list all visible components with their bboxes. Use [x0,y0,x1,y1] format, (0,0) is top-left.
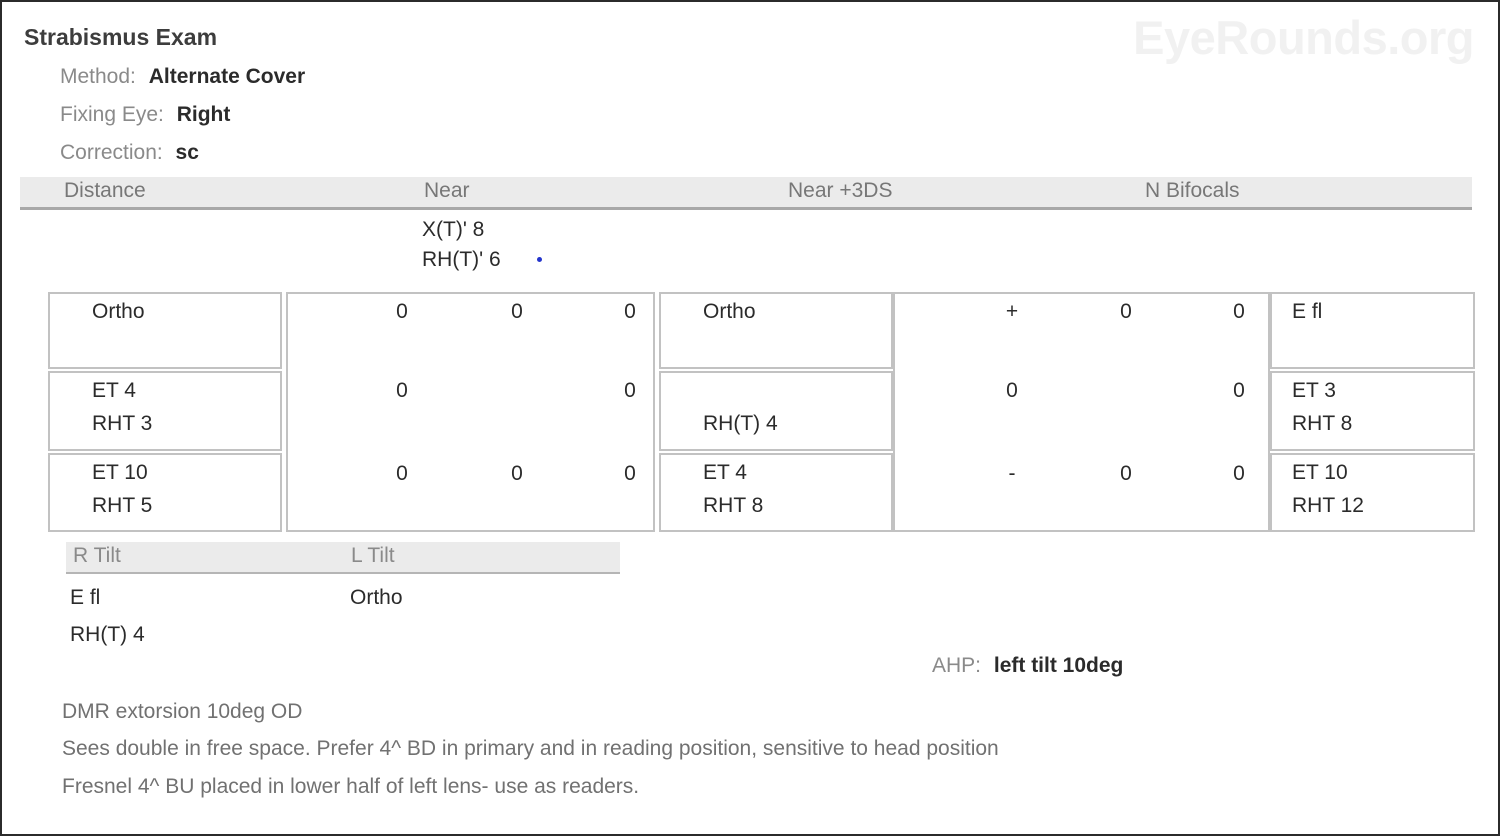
nbifocals-cell-row2-line1: ET 3 [1292,379,1336,402]
distance-cell-row3[interactable]: ET 10 RHT 5 [48,453,282,532]
tilt-header-left: L Tilt [351,544,395,567]
near3ds-cell-row3-line2: RHT 8 [703,494,764,517]
near-num-r3c2: 0 [511,462,523,485]
column-header-band: Distance Near Near +3DS N Bifocals [20,177,1472,210]
near3ds-num-r2c3: 0 [1233,379,1245,402]
measurement-grid: Ortho ET 4 RHT 3 ET 10 RHT 5 0 0 0 0 0 0… [48,292,1475,532]
near3ds-cell-row2[interactable]: RH(T) 4 [659,371,893,451]
meta-value-fixing-eye: Right [176,103,231,126]
tilt-left-values[interactable]: Ortho [350,580,403,617]
distance-cell-row2-line1: ET 4 [92,379,136,402]
near3ds-cell-row3-line1: ET 4 [703,461,747,484]
tilt-header-band: R Tilt L Tilt [66,542,620,574]
nbifocals-cell-row3[interactable]: ET 10 RHT 12 [1270,453,1475,532]
near3ds-num-r3c2: 0 [1120,462,1132,485]
near3ds-num-r1c2: 0 [1120,300,1132,323]
eyerounds-watermark: EyeRounds.org [1133,11,1474,64]
meta-label-method: Method: [60,65,136,88]
near3ds-num-r3c3: 0 [1233,462,1245,485]
distance-cell-row2[interactable]: ET 4 RHT 3 [48,371,282,451]
column-header-near: Near [424,179,470,202]
meta-value-correction: sc [175,141,199,164]
distance-cell-row1[interactable]: Ortho [48,292,282,369]
meta-label-fixing-eye: Fixing Eye: [60,103,164,126]
near3ds-cell-row3[interactable]: ET 4 RHT 8 [659,453,893,532]
near-num-r2c3: 0 [624,379,636,402]
ahp-value: left tilt 10deg [993,654,1124,677]
meta-label-correction: Correction: [60,141,163,164]
column-header-distance: Distance [64,179,146,202]
meta-value-method: Alternate Cover [148,65,306,88]
near3ds-cell-row2-line2: RH(T) 4 [703,412,778,435]
near3ds-num-r1c1: + [1005,300,1019,323]
near3ds-cell-row1[interactable]: Ortho [659,292,893,369]
meta-row-method: Method: Alternate Cover [60,65,305,89]
tilt-header-right: R Tilt [73,544,121,567]
near-num-r1c3: 0 [624,300,636,323]
near-pre-note-line2-wrap: RH(T)' 6 [422,245,542,275]
near3ds-num-r2c1: 0 [1006,379,1018,402]
near-numeric-panel[interactable]: 0 0 0 0 0 0 0 0 [286,292,655,532]
distance-cell-row3-line1: ET 10 [92,461,148,484]
nbifocals-cell-row3-line1: ET 10 [1292,461,1348,484]
nbifocals-cell-row3-line2: RHT 12 [1292,494,1364,517]
near-num-r2c1: 0 [396,379,408,402]
tilt-left-line1: Ortho [350,586,403,609]
tilt-right-values[interactable]: E fl RH(T) 4 [70,580,145,654]
nbifocals-cell-row1-line1: E fl [1292,300,1323,323]
near-num-r3c1: 0 [396,462,408,485]
nbifocals-cell-row2-line2: RHT 8 [1292,412,1353,435]
nbifocals-cell-row2[interactable]: ET 3 RHT 8 [1270,371,1475,451]
nbifocals-cell-row1[interactable]: E fl [1270,292,1475,369]
near-pre-note: X(T)' 8 RH(T)' 6 [422,215,542,276]
near-num-r1c1: 0 [396,300,408,323]
meta-row-fixing-eye: Fixing Eye: Right [60,103,230,127]
column-header-near-3ds: Near +3DS [788,179,893,202]
tilt-right-line1: E fl [70,586,101,609]
distance-cell-row1-line1: Ortho [92,300,145,323]
near3ds-num-r1c3: 0 [1233,300,1245,323]
near-num-r3c3: 0 [624,462,636,485]
near-num-r1c2: 0 [511,300,523,323]
column-header-n-bifocals: N Bifocals [1145,179,1240,202]
exam-note-line3: Fresnel 4^ BU placed in lower half of le… [62,774,640,798]
meta-row-correction: Correction: sc [60,141,199,165]
distance-cell-row3-line2: RHT 5 [92,494,153,517]
near-pre-note-line2: RH(T)' 6 [422,248,501,272]
ahp-label: AHP: [932,654,982,677]
blue-dot-icon [536,257,542,263]
tilt-right-line2: RH(T) 4 [70,622,145,646]
ahp-row: AHP: left tilt 10deg [932,654,1123,678]
near3ds-numeric-panel[interactable]: + 0 0 0 0 - 0 0 [893,292,1270,532]
exam-notes: DMR extorsion 10deg OD Sees double in fr… [62,693,999,805]
exam-note-line1: DMR extorsion 10deg OD [62,700,303,723]
page-title: Strabismus Exam [24,24,218,50]
distance-cell-row2-line2: RHT 3 [92,412,153,435]
near-pre-note-line1: X(T)' 8 [422,218,485,241]
near3ds-cell-row1-line1: Ortho [703,300,756,323]
exam-note-line2: Sees double in free space. Prefer 4^ BD … [62,737,999,761]
near3ds-num-r3c1: - [1008,462,1016,485]
